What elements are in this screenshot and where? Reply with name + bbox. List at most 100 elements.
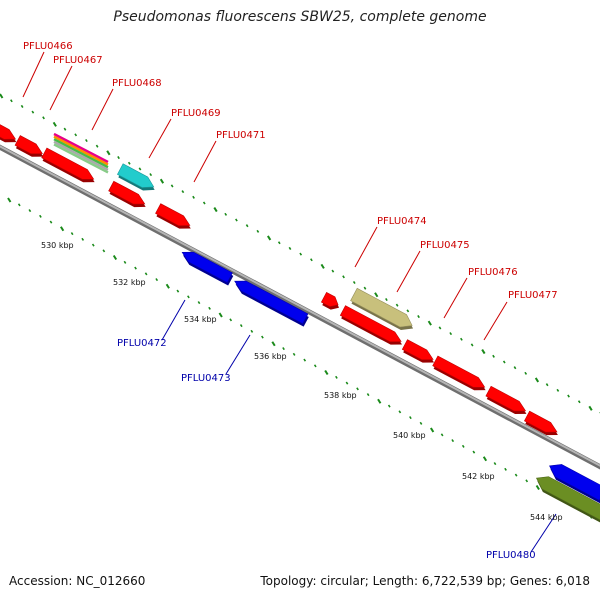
scale-tick-outer <box>460 337 463 341</box>
scale-tick-inner <box>208 306 211 310</box>
gene-stripe-pflu0468[interactable] <box>53 140 109 171</box>
gene-stripe-pflu0468[interactable] <box>53 143 109 174</box>
scale-tick-outer <box>245 224 249 228</box>
gene-arrow-pflu0477[interactable] <box>485 385 527 412</box>
scale-tick-inner <box>345 381 349 385</box>
scale-tick-outer <box>492 354 495 358</box>
scale-tick-inner <box>7 197 12 203</box>
gene-stripe-pflu0468[interactable] <box>53 132 109 164</box>
gene-stripe-pflu0468[interactable] <box>53 135 109 166</box>
gene-label-pflu0466-leader <box>22 51 45 98</box>
gene-arrow-pflu0480[interactable] <box>535 476 600 521</box>
scale-tick-outer <box>0 93 4 99</box>
scale-tick-outer <box>138 167 142 171</box>
gene-label-pflu0471[interactable]: PFLU0471 <box>216 130 266 141</box>
gene-label-pflu0473-leader <box>225 334 251 375</box>
gene-label-pflu0467[interactable]: PFLU0467 <box>53 55 103 66</box>
gene-arrow-pflu0472[interactable] <box>181 251 233 283</box>
scale-tick-inner <box>70 232 74 236</box>
scale-tick-outer <box>85 138 88 143</box>
kbp-scale-label: 530 kbp <box>41 241 74 250</box>
gene-label-pflu0472[interactable]: PFLU0472 <box>117 338 167 349</box>
gene-arrow-pflu0471a[interactable] <box>108 180 146 205</box>
scale-tick-inner <box>165 283 170 289</box>
scale-tick-outer <box>363 286 367 290</box>
gene-label-pflu0468[interactable]: PFLU0468 <box>112 78 162 89</box>
scale-tick-inner <box>134 266 137 270</box>
scale-tick-inner <box>430 427 435 433</box>
kbp-scale-label: 536 kbp <box>254 352 287 361</box>
gene-label-pflu0472-leader <box>161 299 186 341</box>
scale-tick-inner <box>282 347 285 351</box>
scale-tick-inner <box>271 341 276 347</box>
gene-label-pflu0467-leader <box>49 65 73 111</box>
scale-tick-inner <box>197 301 201 305</box>
scale-tick-outer <box>127 161 131 165</box>
gene-label-pflu0473[interactable]: PFLU0473 <box>181 373 231 384</box>
scale-tick-outer <box>106 150 111 156</box>
kbp-scale-label: 544 kbp <box>530 513 563 522</box>
gene-label-pflu0475-leader <box>396 250 421 293</box>
gene-arrow-pflu0476a[interactable] <box>401 339 434 360</box>
gene-arrow-pflu0476[interactable] <box>432 355 486 388</box>
kbp-scale-label: 534 kbp <box>184 315 217 324</box>
scale-tick-outer <box>513 366 517 370</box>
gene-arrow-pflu0466[interactable] <box>0 122 17 140</box>
gene-label-pflu0480[interactable]: PFLU0480 <box>486 550 536 561</box>
scale-tick-inner <box>514 473 518 477</box>
gene-label-pflu0469[interactable]: PFLU0469 <box>171 108 221 119</box>
scale-tick-outer <box>202 201 206 205</box>
kbp-scale-label: 542 kbp <box>462 472 495 481</box>
scale-tick-inner <box>155 278 159 282</box>
gene-label-pflu0471-leader <box>193 140 217 183</box>
scale-tick-outer <box>95 144 99 148</box>
gene-arrow-pflu0477b[interactable] <box>524 410 558 433</box>
gene-label-pflu0476[interactable]: PFLU0476 <box>468 267 518 278</box>
scale-tick-inner <box>39 214 42 218</box>
scale-tick-outer <box>213 207 218 213</box>
gene-label-pflu0477[interactable]: PFLU0477 <box>508 290 558 301</box>
scale-tick-outer <box>534 377 540 383</box>
scale-tick-outer <box>545 383 549 387</box>
scale-tick-outer <box>406 309 410 313</box>
scale-tick-outer <box>52 121 57 127</box>
gene-arrow-pflu0474[interactable] <box>339 305 402 342</box>
topology-summary: Topology: circular; Length: 6,722,539 bp… <box>260 574 590 588</box>
scale-tick-inner <box>409 416 412 420</box>
gene-arrow-pflu0467[interactable] <box>14 135 43 155</box>
scale-tick-inner <box>419 421 423 425</box>
gene-arrow-pflu0473[interactable] <box>234 280 309 325</box>
scale-tick-inner <box>176 289 180 293</box>
gene-arrow-pflu0475[interactable] <box>350 287 413 328</box>
scale-tick-inner <box>49 220 53 224</box>
scale-tick-inner <box>482 456 488 462</box>
scale-tick-outer <box>417 315 420 319</box>
gene-label-pflu0474-leader <box>354 226 378 268</box>
scale-tick-inner <box>525 479 529 483</box>
scale-tick-outer <box>470 343 474 347</box>
scale-tick-outer <box>502 360 506 364</box>
scale-tick-outer <box>331 269 335 273</box>
scale-tick-outer <box>267 235 272 241</box>
scale-tick-inner <box>324 369 329 376</box>
scale-tick-outer <box>256 229 260 233</box>
gene-label-pflu0466[interactable]: PFLU0466 <box>23 41 73 52</box>
gene-arrow-pflu0467b[interactable] <box>41 147 95 180</box>
scale-tick-outer <box>149 173 153 177</box>
scale-tick-inner <box>28 209 32 213</box>
scale-tick-inner <box>356 387 359 391</box>
scale-tick-inner <box>229 318 233 322</box>
scale-tick-inner <box>261 335 264 339</box>
gene-arrow-pflu0474a[interactable] <box>320 291 339 307</box>
gene-arrow-pflu0471[interactable] <box>155 203 191 226</box>
scale-tick-outer <box>395 303 399 307</box>
gene-arrow-pflu0469[interactable] <box>117 163 155 188</box>
scale-tick-outer <box>224 212 228 216</box>
scale-tick-outer <box>385 297 388 302</box>
scale-tick-outer <box>31 110 35 114</box>
gene-stripe-pflu0468[interactable] <box>53 138 109 169</box>
gene-label-pflu0475[interactable]: PFLU0475 <box>420 240 470 251</box>
gene-arrow-pflu0480a[interactable] <box>549 464 600 501</box>
gene-label-pflu0474[interactable]: PFLU0474 <box>377 216 427 227</box>
